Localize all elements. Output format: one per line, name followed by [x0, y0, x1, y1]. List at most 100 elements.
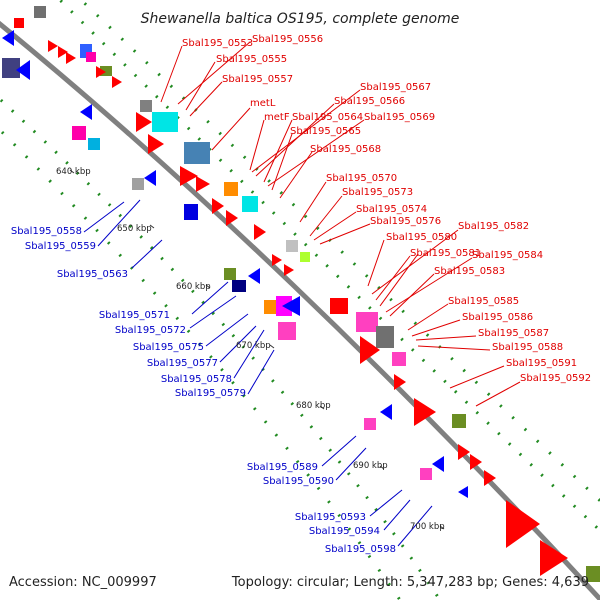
- reverse-callouts: [83, 199, 433, 547]
- gene-label[interactable]: Sbal195_0555: [216, 54, 287, 65]
- gene-arrow-blue: [144, 170, 156, 186]
- gene-label[interactable]: Sbal195_0569: [364, 112, 435, 123]
- forward-gene-labels: Sbal195_0553 Sbal195_0556 Sbal195_0555 S…: [182, 34, 591, 384]
- gene-block-navy: [232, 280, 246, 292]
- gene-label[interactable]: Sbal195_0598: [325, 544, 396, 555]
- gene-block-orange: [224, 182, 238, 196]
- gene-label[interactable]: Sbal195_0579: [175, 388, 246, 399]
- gene-arrow-red: [394, 374, 406, 390]
- gene-label[interactable]: Sbal195_0594: [309, 526, 380, 537]
- gene-arrow-red: [212, 198, 224, 214]
- scale-label: 650 kbp: [117, 224, 152, 234]
- gene-label[interactable]: Sbal195_0588: [492, 342, 563, 353]
- reverse-gene-track: [2, 30, 468, 498]
- gene-arrow-red: [360, 336, 380, 364]
- gene-label[interactable]: Sbal195_0573: [342, 187, 413, 198]
- gene-label[interactable]: Sbal195_0556: [252, 34, 323, 45]
- gene-arrow-red: [148, 134, 164, 154]
- gene-label[interactable]: Sbal195_0582: [458, 221, 529, 232]
- gene-label[interactable]: Sbal195_0590: [263, 476, 334, 487]
- gene-label[interactable]: Sbal195_0584: [472, 250, 543, 261]
- gene-label[interactable]: Sbal195_0581: [410, 248, 481, 259]
- gene-block-gray: [286, 240, 298, 252]
- gene-arrow-red: [196, 176, 210, 192]
- gene-label[interactable]: Sbal195_0571: [99, 310, 170, 321]
- gene-block-gray: [376, 326, 394, 348]
- gene-arrow-red: [470, 454, 482, 470]
- gene-block-orange: [264, 300, 276, 314]
- gene-arrow-red: [136, 112, 152, 132]
- scale-tick-marks: [69, 169, 445, 530]
- gene-label[interactable]: metF: [264, 112, 290, 123]
- gene-arrow-red: [414, 398, 436, 426]
- gene-arrow-blue: [248, 268, 260, 284]
- gene-arrow-red: [180, 166, 198, 186]
- scale-label: 700 kbp: [410, 522, 445, 532]
- gene-label[interactable]: Sbal195_0576: [370, 216, 441, 227]
- scale-labels: 640 kbp 650 kbp 660 kbp 670 kbp 680 kbp …: [56, 167, 445, 532]
- gene-label[interactable]: Sbal195_0580: [386, 232, 457, 243]
- diagram-title: Shewanella baltica OS195, complete genom…: [141, 11, 460, 27]
- gene-label[interactable]: metL: [250, 98, 276, 109]
- gene-label[interactable]: Sbal195_0587: [478, 328, 549, 339]
- gene-block-magenta: [86, 52, 96, 62]
- gene-block-red: [330, 298, 348, 314]
- gene-label[interactable]: Sbal195_0553: [182, 38, 253, 49]
- forward-gene-track: [14, 6, 600, 582]
- gene-block-blue: [184, 204, 198, 220]
- gene-label[interactable]: Sbal195_0568: [310, 144, 381, 155]
- gene-arrow-red: [48, 40, 58, 52]
- gene-label[interactable]: Sbal195_0558: [11, 226, 82, 237]
- gene-arrow-red: [540, 540, 568, 576]
- gene-label[interactable]: Sbal195_0559: [25, 241, 96, 252]
- gene-arrow-red: [458, 444, 470, 460]
- gene-label[interactable]: Sbal195_0583: [434, 266, 505, 277]
- gene-block-magenta: [420, 468, 432, 480]
- gene-block-magenta: [364, 418, 376, 430]
- gene-label[interactable]: Sbal195_0566: [334, 96, 405, 107]
- gene-block-magenta: [392, 352, 406, 366]
- gene-arrow-red: [506, 500, 540, 548]
- gc-track-outer-a: [57, 0, 600, 533]
- gene-label[interactable]: Sbal195_0586: [462, 312, 533, 323]
- gene-label[interactable]: Sbal195_0578: [161, 374, 232, 385]
- gene-label[interactable]: Sbal195_0563: [57, 269, 128, 280]
- gene-arrow-blue: [432, 456, 444, 472]
- gene-label[interactable]: Sbal195_0565: [290, 126, 361, 137]
- gene-label[interactable]: Sbal195_0592: [520, 373, 591, 384]
- gene-block-gray: [132, 178, 144, 190]
- gene-arrow-red: [272, 254, 282, 266]
- genome-summary-text: Topology: circular; Length: 5,347,283 bp…: [231, 575, 589, 590]
- scale-label: 670 kbp: [236, 341, 271, 351]
- scale-label: 660 kbp: [176, 282, 211, 292]
- gene-label[interactable]: Sbal195_0557: [222, 74, 293, 85]
- gene-label[interactable]: Sbal195_0585: [448, 296, 519, 307]
- gene-label[interactable]: Sbal195_0574: [356, 204, 427, 215]
- gene-arrow-red: [284, 264, 294, 276]
- gene-label[interactable]: Sbal195_0570: [326, 173, 397, 184]
- gene-arrow-blue: [282, 296, 300, 316]
- gene-label[interactable]: Sbal195_0591: [506, 358, 577, 369]
- gene-block-magenta: [72, 126, 86, 140]
- gene-label[interactable]: Sbal195_0593: [295, 512, 366, 523]
- gene-label[interactable]: Sbal195_0575: [133, 342, 204, 353]
- gene-arrow-red: [112, 76, 122, 88]
- gene-block-green: [100, 66, 112, 76]
- gene-label[interactable]: Sbal195_0564: [292, 112, 363, 123]
- gene-arrow-red: [484, 470, 496, 486]
- gene-label[interactable]: Sbal195_0577: [147, 358, 218, 369]
- gene-arrow-red: [66, 52, 76, 64]
- gene-arrow-red: [96, 66, 106, 78]
- gene-block-yellowgreen: [300, 252, 310, 262]
- gene-label[interactable]: Sbal195_0567: [360, 82, 431, 93]
- gene-arrow-red: [58, 46, 68, 58]
- gene-label[interactable]: Sbal195_0589: [247, 462, 318, 473]
- gene-block-steelblue: [184, 142, 210, 164]
- gene-block-gray: [34, 6, 46, 18]
- gene-label[interactable]: Sbal195_0572: [115, 325, 186, 336]
- gene-arrow-red: [254, 224, 266, 240]
- scale-label: 690 kbp: [353, 461, 388, 471]
- gene-arrow-blue: [80, 104, 92, 120]
